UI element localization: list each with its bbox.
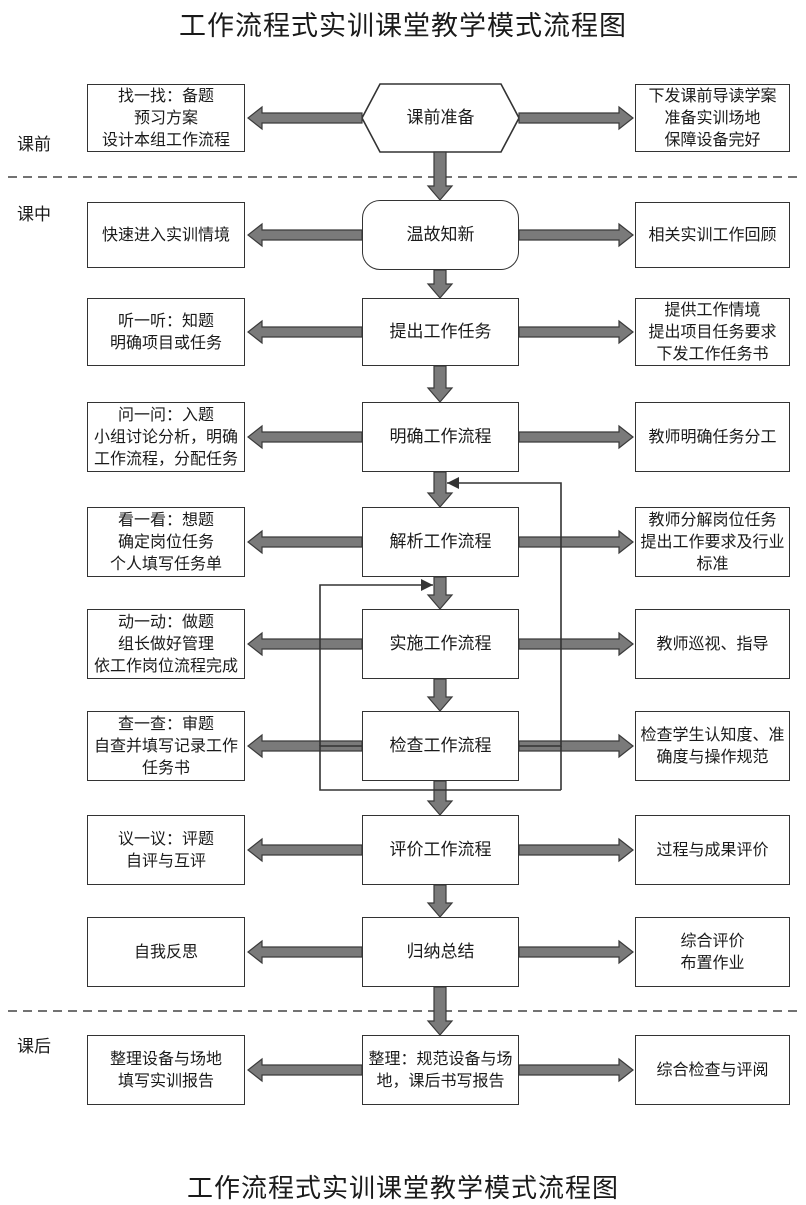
left-arrow-8 bbox=[247, 837, 363, 863]
right-arrow-6 bbox=[518, 631, 634, 657]
left-arrow-7 bbox=[247, 733, 363, 759]
right-arrow-7 bbox=[518, 733, 634, 759]
student-box-4: 问一问：入题 小组讨论分析，明确 工作流程，分配任务 bbox=[87, 402, 245, 472]
student-box-7: 查一查：审题 自查并填写记录工作 任务书 bbox=[87, 711, 245, 781]
section-label-in-class: 课中 bbox=[17, 205, 51, 225]
student-box-1: 找一找：备题 预习方案 设计本组工作流程 bbox=[87, 84, 245, 152]
right-arrow-8 bbox=[518, 837, 634, 863]
down-arrow-8 bbox=[426, 884, 454, 918]
step-box-10: 整理：规范设备与场 地，课后书写报告 bbox=[362, 1035, 519, 1105]
down-arrow-3 bbox=[426, 365, 454, 403]
teacher-box-4: 教师明确任务分工 bbox=[635, 402, 790, 472]
step-box-3: 提出工作任务 bbox=[362, 298, 519, 366]
section-label-post-class: 课后 bbox=[17, 1037, 51, 1057]
left-arrow-1 bbox=[247, 105, 363, 131]
step-box-2: 温故知新 bbox=[362, 200, 519, 270]
student-box-6: 动一动：做题 组长做好管理 依工作岗位流程完成 bbox=[87, 609, 245, 679]
teacher-box-8: 过程与成果评价 bbox=[635, 815, 790, 885]
student-box-9: 自我反思 bbox=[87, 917, 245, 987]
feedback-loop-inner-arrowhead bbox=[421, 579, 433, 591]
feedback-loop-bottom-line bbox=[319, 745, 561, 791]
feedback-loop-inner-line bbox=[319, 584, 433, 746]
left-arrow-4 bbox=[247, 424, 363, 450]
diagram-title: 工作流程式实训课堂教学模式流程图 bbox=[179, 11, 627, 42]
down-arrow-5 bbox=[426, 576, 454, 610]
teacher-box-10: 综合检查与评阅 bbox=[635, 1035, 790, 1105]
feedback-loop-outer-arrowhead bbox=[447, 477, 459, 489]
left-arrow-2 bbox=[247, 222, 363, 248]
teacher-box-9: 综合评价 布置作业 bbox=[635, 917, 790, 987]
right-arrow-10 bbox=[518, 1057, 634, 1083]
down-arrow-2 bbox=[426, 269, 454, 299]
teacher-box-7: 检查学生认知度、准 确度与操作规范 bbox=[635, 711, 790, 781]
student-box-5: 看一看：想题 确定岗位任务 个人填写任务单 bbox=[87, 507, 245, 577]
right-arrow-1 bbox=[518, 105, 634, 131]
section-label-pre-class: 课前 bbox=[17, 135, 51, 155]
down-arrow-7 bbox=[426, 780, 454, 816]
step-box-5: 解析工作流程 bbox=[362, 507, 519, 577]
left-arrow-6 bbox=[247, 631, 363, 657]
step-box-6: 实施工作流程 bbox=[362, 609, 519, 679]
teacher-box-1: 下发课前导读学案 准备实训场地 保障设备完好 bbox=[635, 84, 790, 152]
right-arrow-3 bbox=[518, 319, 634, 345]
down-arrow-4 bbox=[426, 471, 454, 508]
step-box-7: 检查工作流程 bbox=[362, 711, 519, 781]
feedback-loop-outer-line bbox=[447, 482, 562, 747]
left-arrow-3 bbox=[247, 319, 363, 345]
right-arrow-5 bbox=[518, 529, 634, 555]
student-box-2: 快速进入实训情境 bbox=[87, 202, 245, 268]
right-arrow-2 bbox=[518, 222, 634, 248]
down-arrow-1 bbox=[426, 151, 454, 201]
student-box-8: 议一议：评题 自评与互评 bbox=[87, 815, 245, 885]
step-box-9: 归纳总结 bbox=[362, 917, 519, 987]
figure-caption: 工作流程式实训课堂教学模式流程图 bbox=[186, 1174, 619, 1204]
teacher-box-6: 教师巡视、指导 bbox=[635, 609, 790, 679]
right-arrow-9 bbox=[518, 939, 634, 965]
student-box-10: 整理设备与场地 填写实训报告 bbox=[87, 1035, 245, 1105]
teacher-box-2: 相关实训工作回顾 bbox=[635, 202, 790, 268]
right-arrow-4 bbox=[518, 424, 634, 450]
left-arrow-9 bbox=[247, 939, 363, 965]
down-arrow-9 bbox=[426, 986, 454, 1036]
left-arrow-5 bbox=[247, 529, 363, 555]
student-box-3: 听一听：知题 明确项目或任务 bbox=[87, 298, 245, 366]
step-box-1: 课前准备 bbox=[406, 108, 475, 128]
left-arrow-10 bbox=[247, 1057, 363, 1083]
teacher-box-3: 提供工作情境 提出项目任务要求 下发工作任务书 bbox=[635, 298, 790, 366]
down-arrow-6 bbox=[426, 678, 454, 712]
step-box-8: 评价工作流程 bbox=[362, 815, 519, 885]
teacher-box-5: 教师分解岗位任务 提出工作要求及行业 标准 bbox=[635, 507, 790, 577]
step-box-4: 明确工作流程 bbox=[362, 402, 519, 472]
